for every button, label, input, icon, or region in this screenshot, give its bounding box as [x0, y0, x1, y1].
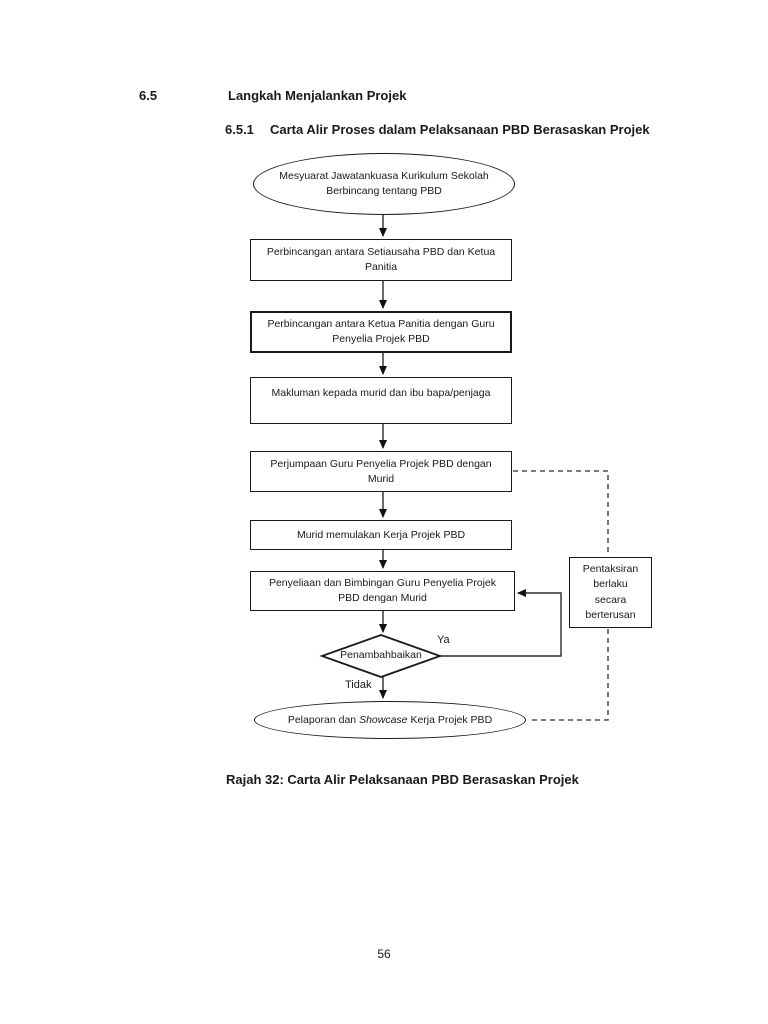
side-note-box: Pentaksiran berlaku secara berterusan: [569, 557, 652, 628]
yes-branch-label: Ya: [437, 634, 450, 646]
figure-caption: Rajah 32: Carta Alir Pelaksanaan PBD Ber…: [226, 772, 579, 787]
subsection-title: Carta Alir Proses dalam Pelaksanaan PBD …: [270, 122, 650, 137]
process-step5: Murid memulakan Kerja Projek PBD: [250, 520, 512, 550]
end-text-prefix: Pelaporan dan: [287, 713, 360, 726]
end-text-italic: Showcase: [359, 713, 408, 726]
end-terminator: Pelaporan dan Showcase Kerja Projek PBD: [254, 701, 526, 739]
dashed-sidenote-to-end: [528, 629, 609, 721]
process-step3: Makluman kepada murid dan ibu bapa/penja…: [250, 377, 512, 424]
decision-diamond-shape: [319, 634, 443, 678]
section-title: Langkah Menjalankan Projek: [228, 88, 407, 103]
page-number: 56: [377, 947, 391, 961]
process-step2: Perbincangan antara Ketua Panitia dengan…: [250, 311, 512, 353]
process-step6: Penyeliaan dan Bimbingan Guru Penyelia P…: [250, 571, 515, 611]
end-terminator-text: Pelaporan dan Showcase Kerja Projek PBD: [288, 713, 492, 728]
decision-label: Penambahbaikan: [340, 649, 422, 661]
no-branch-label: Tidak: [345, 679, 372, 691]
yes-loop-connector: [440, 589, 562, 657]
process-step4: Perjumpaan Guru Penyelia Projek PBD deng…: [250, 451, 512, 492]
dashed-step4-to-sidenote: [513, 470, 609, 556]
end-text-suffix: Kerja Projek PBD: [407, 713, 493, 726]
section-number: 6.5: [139, 88, 158, 103]
subsection-number: 6.5.1: [225, 122, 254, 137]
start-terminator: Mesyuarat Jawatankuasa Kurikulum Sekolah…: [253, 153, 515, 215]
process-step1: Perbincangan antara Setiausaha PBD dan K…: [250, 239, 512, 281]
